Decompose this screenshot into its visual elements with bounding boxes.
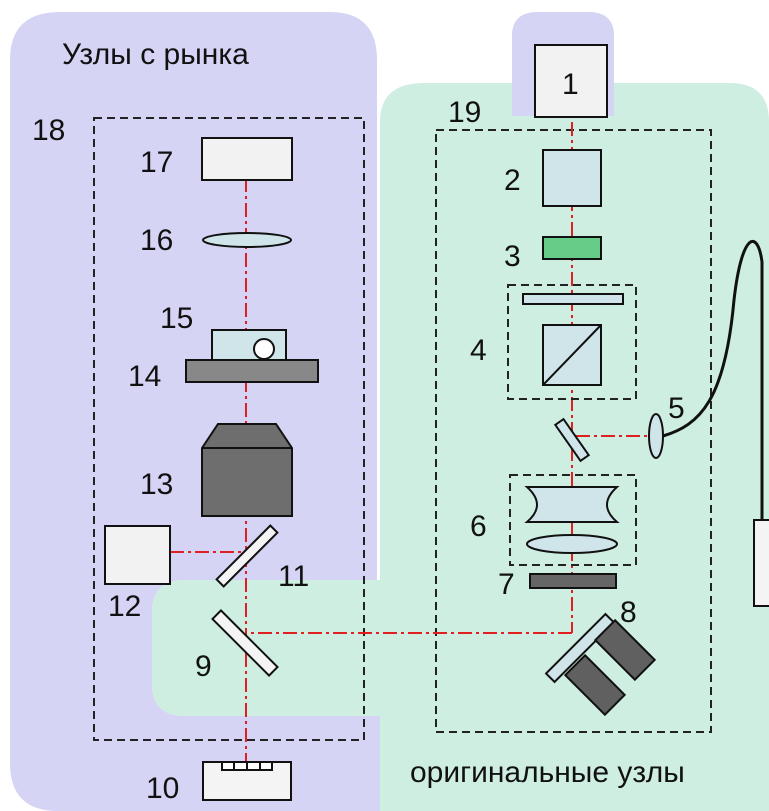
component-14-label: 14 [128, 360, 161, 393]
market-box [93, 117, 365, 741]
mirror-icon [211, 609, 279, 677]
steering-mirror-motors-icon [544, 612, 657, 717]
component-12-label: 12 [108, 590, 141, 623]
sample-stage [185, 359, 319, 383]
component-1-label: 1 [562, 68, 579, 101]
component-9-label: 9 [195, 650, 212, 683]
component-16-label: 16 [140, 224, 173, 257]
beam-expander-group-box [509, 474, 637, 566]
box-19-label: 19 [448, 96, 481, 129]
component-4-label: 4 [470, 334, 487, 367]
box-18-label: 18 [32, 114, 65, 147]
dichroic-mirror-icon [215, 524, 279, 588]
convex-lens-icon [526, 534, 618, 554]
concave-lens-icon [524, 486, 620, 523]
dark-filter-icon [529, 573, 617, 589]
sample-particle-icon [253, 338, 275, 360]
output-box [201, 137, 293, 181]
component-15-label: 15 [160, 302, 193, 335]
green-filter-icon [542, 236, 602, 260]
optical-fiber [662, 240, 764, 520]
polarizer-group-box [507, 284, 637, 400]
component-3-label: 3 [504, 240, 521, 273]
fiber-connector [753, 519, 769, 607]
light-source-box [534, 44, 608, 118]
detector-box [104, 525, 171, 585]
component-8-label: 8 [620, 596, 637, 629]
component-11-label: 11 [278, 560, 309, 593]
component-5-label: 5 [668, 392, 685, 425]
original-box [435, 129, 712, 733]
fold-mirror [553, 417, 591, 463]
component-2-label: 2 [504, 164, 521, 197]
microscope-objective-icon [201, 423, 293, 517]
glass-block [542, 149, 602, 207]
market-region-label: Узлы с рынка [62, 38, 249, 71]
component-17-label: 17 [140, 146, 173, 179]
original-region-label: оригинальные узлы [410, 756, 685, 789]
market-nodes-region [10, 12, 380, 811]
sample-cuvette-icon [211, 329, 287, 361]
component-7-label: 7 [498, 568, 515, 601]
lens-icon [202, 232, 292, 248]
fiber-coupler-lens-icon [648, 413, 664, 459]
component-6-label: 6 [470, 510, 487, 543]
component-10-label: 10 [146, 772, 179, 805]
component-13-label: 13 [140, 468, 173, 501]
original-nodes-region [152, 12, 769, 811]
polarizer-plate [522, 293, 624, 305]
